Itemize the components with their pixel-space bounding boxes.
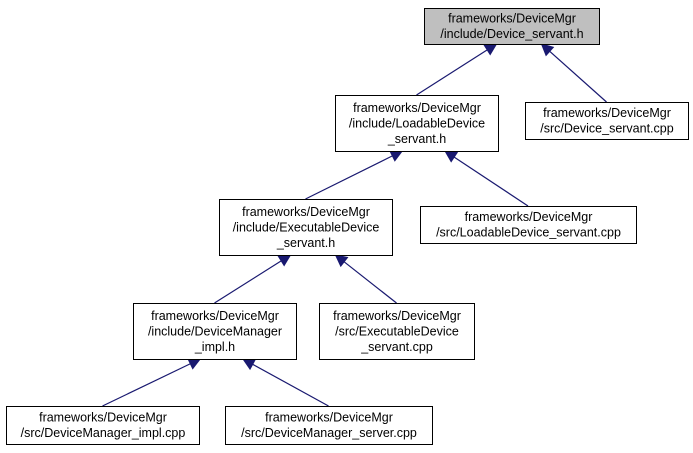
node-label-line: frameworks/DeviceMgr	[465, 210, 593, 224]
node-label-line: _impl.h	[194, 340, 235, 354]
node-label-line: /include/Device_servant.h	[440, 27, 583, 41]
node-label-line: /include/DeviceManager	[148, 324, 282, 338]
arrowhead	[277, 254, 292, 267]
arrowhead	[187, 358, 202, 370]
node-label-line: frameworks/DeviceMgr	[39, 411, 167, 425]
node-box	[319, 303, 475, 360]
node-label-line: frameworks/DeviceMgr	[151, 309, 279, 323]
edge-device_manager_impl_h-to-executable_device_servant_h	[214, 254, 292, 304]
node-label-line: /src/Device_servant.cpp	[540, 122, 673, 136]
edge-line	[305, 155, 393, 200]
edge-line	[252, 363, 329, 407]
edge-line	[549, 50, 607, 103]
arrowhead	[540, 43, 555, 57]
edge-device_manager_impl_cpp-to-device_manager_impl_h	[102, 358, 202, 407]
edge-executable_device_servant_cpp-to-executable_device_servant_h	[334, 254, 397, 304]
node-box	[219, 199, 393, 256]
edge-line	[343, 261, 397, 304]
edge-device_manager_server_cpp-to-device_manager_impl_h	[242, 358, 329, 407]
node-label-line: frameworks/DeviceMgr	[543, 106, 671, 120]
edge-line	[453, 156, 529, 207]
node-device-manager-impl-cpp[interactable]: frameworks/DeviceMgr/src/DeviceManager_i…	[6, 406, 200, 445]
arrowhead	[483, 43, 498, 56]
node-label-line: frameworks/DeviceMgr	[333, 309, 461, 323]
node-label-line: /src/DeviceManager_server.cpp	[241, 426, 417, 440]
node-device-manager-impl-h[interactable]: frameworks/DeviceMgr/include/DeviceManag…	[133, 303, 297, 360]
edge-line	[416, 49, 488, 96]
node-label-line: frameworks/DeviceMgr	[242, 205, 370, 219]
node-loadable-device-servant-cpp[interactable]: frameworks/DeviceMgr/src/LoadableDevice_…	[420, 206, 637, 244]
node-label-line: /src/LoadableDevice_servant.cpp	[436, 226, 621, 240]
edge-line	[214, 260, 282, 304]
edge-line	[102, 363, 191, 407]
arrowhead	[444, 150, 459, 163]
node-label-line: /src/ExecutableDevice	[335, 324, 459, 338]
nodes-layer: frameworks/DeviceMgr/include/Device_serv…	[6, 8, 689, 445]
node-label-line: /include/LoadableDevice	[349, 116, 485, 130]
node-executable-device-servant-h[interactable]: frameworks/DeviceMgr/include/ExecutableD…	[219, 199, 393, 256]
node-box	[133, 303, 297, 360]
node-box	[6, 406, 200, 445]
node-label-line: frameworks/DeviceMgr	[353, 101, 481, 115]
arrowhead	[334, 254, 349, 268]
edge-device_servant_cpp-to-device_servant_h	[540, 43, 607, 103]
node-label-line: /src/DeviceManager_impl.cpp	[21, 426, 186, 440]
node-label-line: frameworks/DeviceMgr	[448, 12, 576, 26]
edge-loadable_device_servant_h-to-device_servant_h	[416, 43, 498, 96]
node-box	[335, 95, 499, 152]
edge-executable_device_servant_h-to-loadable_device_servant_h	[305, 150, 404, 200]
node-device-servant-cpp[interactable]: frameworks/DeviceMgr/src/Device_servant.…	[525, 102, 689, 140]
node-executable-device-servant-cpp[interactable]: frameworks/DeviceMgr/src/ExecutableDevic…	[319, 303, 475, 360]
node-box	[424, 8, 600, 45]
node-label-line: frameworks/DeviceMgr	[265, 411, 393, 425]
node-device-manager-server-cpp[interactable]: frameworks/DeviceMgr/src/DeviceManager_s…	[225, 406, 433, 445]
node-label-line: /include/ExecutableDevice	[233, 220, 380, 234]
node-box	[525, 102, 689, 140]
node-label-line: _servant.h	[387, 132, 446, 146]
node-box	[420, 206, 637, 244]
edge-loadable_device_servant_cpp-to-loadable_device_servant_h	[444, 150, 529, 207]
node-box	[225, 406, 433, 445]
node-label-line: _servant.cpp	[360, 340, 433, 354]
node-device-servant-h[interactable]: frameworks/DeviceMgr/include/Device_serv…	[424, 8, 600, 45]
node-label-line: _servant.h	[276, 236, 335, 250]
node-loadable-device-servant-h[interactable]: frameworks/DeviceMgr/include/LoadableDev…	[335, 95, 499, 152]
